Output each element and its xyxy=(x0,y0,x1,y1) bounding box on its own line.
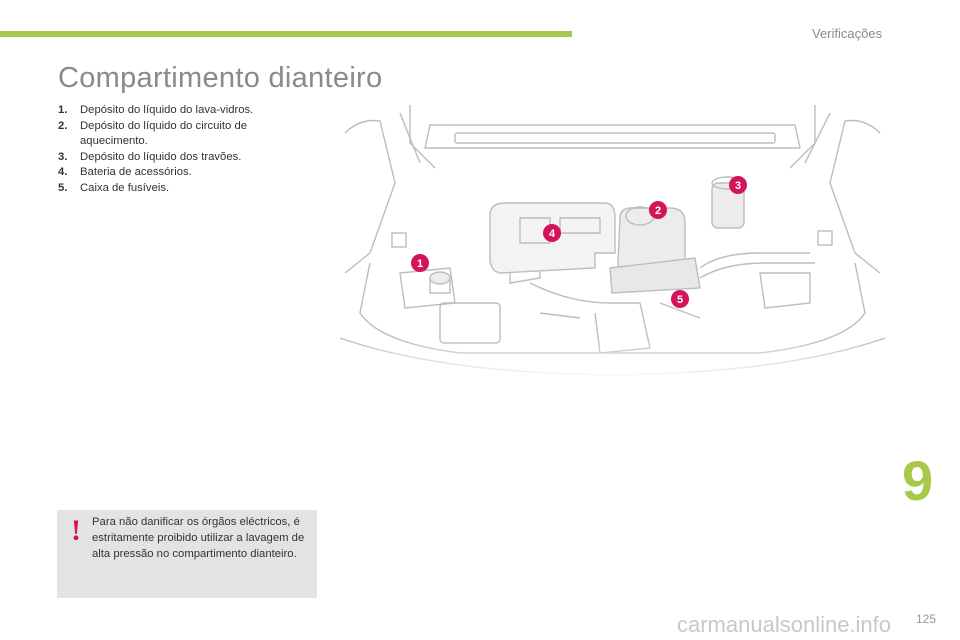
callout-4: 4 xyxy=(543,224,561,242)
list-item: 5. Caixa de fusíveis. xyxy=(58,181,283,197)
callout-3: 3 xyxy=(729,176,747,194)
item-number: 1. xyxy=(58,104,68,116)
section-title: Verificações xyxy=(812,26,883,41)
warning-icon: ! xyxy=(71,514,81,547)
page-number: 125 xyxy=(916,612,937,626)
item-number: 3. xyxy=(58,150,68,163)
callout-label: 1 xyxy=(417,258,423,270)
item-number: 2. xyxy=(58,119,68,132)
callout-label: 4 xyxy=(549,228,556,240)
item-number: 5. xyxy=(58,181,68,194)
item-text: Depósito do líquido do circuito de aquec… xyxy=(80,119,248,148)
item-text: Depósito do líquido dos travões. xyxy=(80,150,242,163)
chapter-number: 9 xyxy=(902,449,934,512)
item-number: 4. xyxy=(58,166,68,178)
page-title: Compartimento dianteiro xyxy=(58,62,383,94)
engine-bay-diagram: 1 2 3 4 5 xyxy=(340,103,885,381)
item-text: Depósito do líquido do lava-vidros. xyxy=(80,104,254,116)
callout-label: 5 xyxy=(677,294,683,306)
list-item: 3. Depósito do líquido dos travões. xyxy=(58,150,283,166)
warning-box: ! Para não danificar os órgãos eléctrico… xyxy=(57,510,317,598)
warning-text: Para não danificar os órgãos eléctricos,… xyxy=(92,516,305,560)
list-item: 1. Depósito do líquido do lava-vidros. xyxy=(58,103,283,119)
callout-label: 2 xyxy=(655,205,661,217)
component-list: 1. Depósito do líquido do lava-vidros. 2.… xyxy=(58,103,283,196)
item-text: Caixa de fusíveis. xyxy=(80,181,170,194)
callout-1: 1 xyxy=(411,254,429,272)
callout-label: 3 xyxy=(735,180,741,192)
list-item: 4. Bateria de acessórios. xyxy=(58,165,283,181)
callout-2: 2 xyxy=(649,201,667,219)
watermark: carmanualsonline.info xyxy=(677,612,892,637)
callout-5: 5 xyxy=(671,290,689,308)
item-text: Bateria de acessórios. xyxy=(80,166,192,178)
top-accent-bar xyxy=(0,31,572,37)
list-item: 2. Depósito do líquido do circuito de aqu… xyxy=(58,119,283,150)
